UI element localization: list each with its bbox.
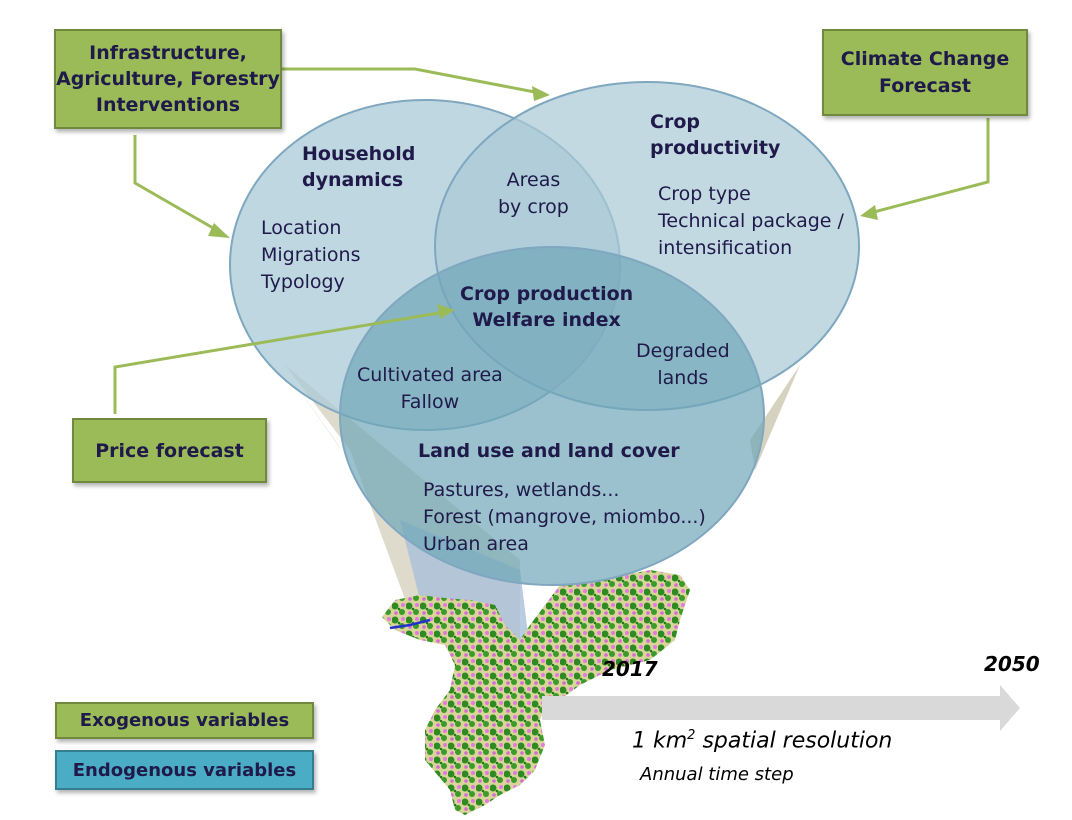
arrow-price-center bbox=[113, 310, 446, 414]
arrowhead-icon bbox=[208, 223, 230, 238]
legend-endogenous-label: Endogenous variables bbox=[72, 759, 297, 781]
time-step: Annual time step bbox=[640, 764, 794, 785]
arrowhead-icon bbox=[437, 304, 455, 319]
arrowhead-icon bbox=[532, 86, 550, 101]
overlap-degraded: Degraded lands bbox=[636, 340, 730, 389]
crop-items: Crop type Technical package / intensific… bbox=[658, 183, 844, 259]
timeline-end: 2050 bbox=[984, 652, 1040, 676]
arrow-interventions-household bbox=[133, 135, 221, 234]
land-title: Land use and land cover bbox=[418, 440, 680, 462]
arrow-interventions-crop bbox=[282, 67, 541, 95]
crop-title: Crop productivity bbox=[650, 111, 781, 159]
resolution-prefix: 1 km bbox=[632, 728, 688, 754]
timeline-arrow bbox=[542, 685, 1020, 731]
interventions-label: Infrastructure, Agriculture, Forestry In… bbox=[56, 42, 280, 116]
legend-endogenous: Endogenous variables bbox=[55, 750, 314, 790]
household-items: Location Migrations Typology bbox=[261, 217, 361, 293]
price-label: Price forecast bbox=[95, 439, 244, 462]
resolution-sup: 2 bbox=[687, 728, 696, 743]
household-title: Household dynamics bbox=[302, 143, 416, 191]
overlap-areas-by-crop: Areas by crop bbox=[498, 169, 569, 218]
projection-cone-right bbox=[750, 365, 800, 470]
overlap-cultivated: Cultivated area Fallow bbox=[357, 364, 503, 413]
price-box: Price forecast bbox=[72, 418, 267, 483]
climate-box: Climate Change Forecast bbox=[822, 29, 1028, 116]
interventions-box: Infrastructure, Agriculture, Forestry In… bbox=[54, 29, 282, 129]
legend-exogenous-label: Exogenous variables bbox=[79, 710, 290, 731]
mozambique-land-cover-map bbox=[382, 570, 690, 815]
spatial-resolution: 1 km2 spatial resolution bbox=[632, 728, 892, 753]
river bbox=[389, 618, 431, 630]
arrow-climate-crop bbox=[869, 118, 990, 215]
legend-exogenous: Exogenous variables bbox=[55, 702, 314, 739]
land-items: Pastures, wetlands... Forest (mangrove, … bbox=[423, 479, 706, 555]
timeline-start: 2017 bbox=[602, 657, 658, 681]
climate-label: Climate Change Forecast bbox=[840, 47, 1010, 97]
overlap-center: Crop production Welfare index bbox=[460, 283, 634, 331]
land-circle bbox=[339, 246, 765, 586]
arrowhead-icon bbox=[860, 205, 878, 220]
resolution-suffix: spatial resolution bbox=[695, 728, 893, 754]
arrows bbox=[113, 67, 990, 414]
